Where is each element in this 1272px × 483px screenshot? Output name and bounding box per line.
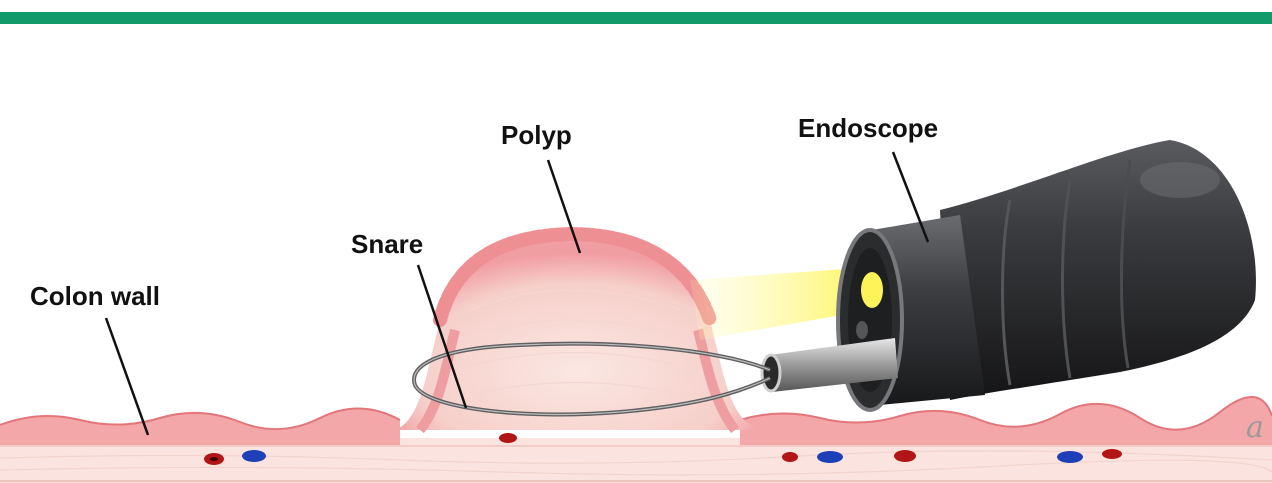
watermark-logo: a — [1246, 410, 1264, 445]
endoscope — [838, 140, 1256, 410]
snare-label: Snare — [351, 229, 423, 259]
endoscope-label: Endoscope — [798, 113, 938, 143]
colon-wall-label: Colon wall — [30, 281, 160, 311]
colon-wall-leader-line — [106, 318, 148, 435]
polyp-label: Polyp — [501, 120, 572, 150]
